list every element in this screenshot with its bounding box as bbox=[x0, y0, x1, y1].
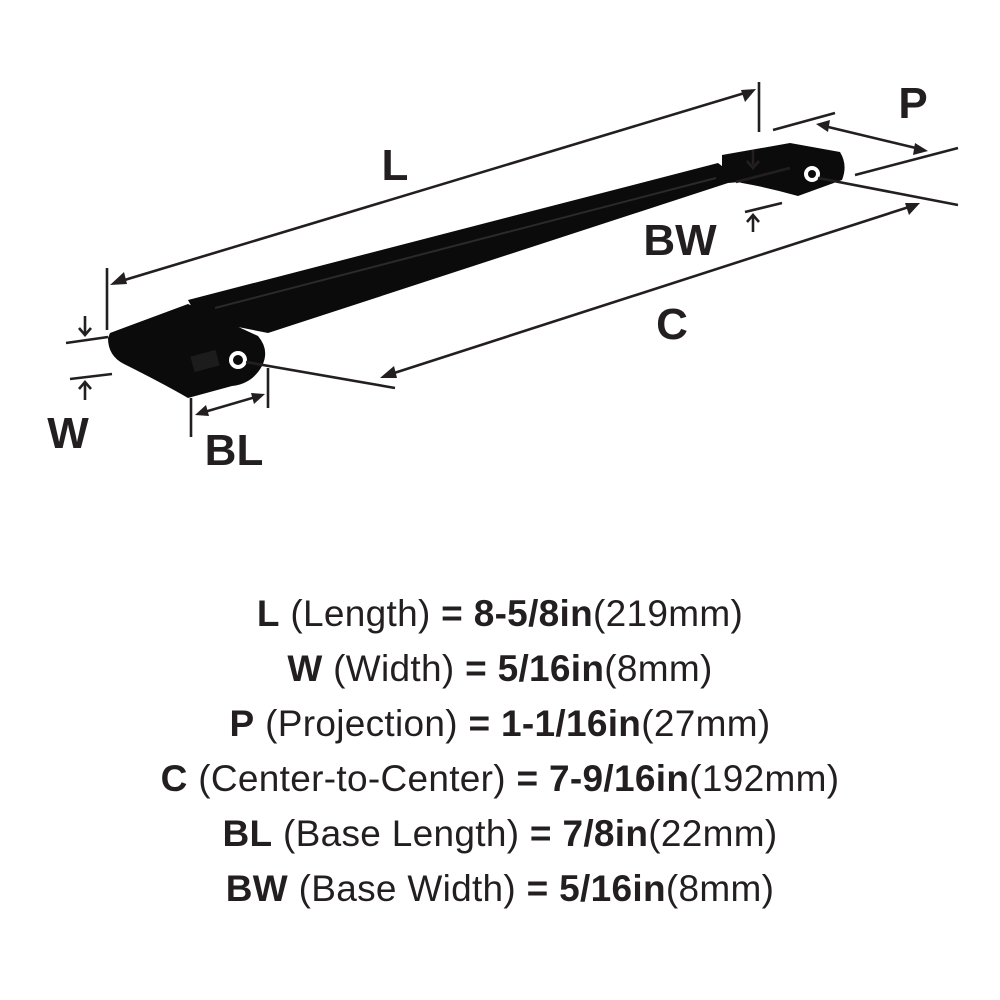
dimension-spec-list: L (Length) = 8-5/8in(219mm) W (Width) = … bbox=[0, 586, 1000, 916]
center-dimension-line bbox=[387, 204, 913, 377]
length-dimension-line bbox=[117, 90, 749, 284]
handle-bar bbox=[188, 163, 798, 333]
projection-dimension: P bbox=[772, 79, 959, 177]
spec-name: (Base Width) bbox=[298, 868, 517, 909]
spec-name: (Base Length) bbox=[283, 813, 520, 854]
base-width-dimension: BW bbox=[643, 150, 791, 265]
base-length-dimension-line bbox=[200, 394, 260, 415]
spec-metric-value: (219mm) bbox=[593, 593, 744, 634]
spec-code: BW bbox=[225, 868, 289, 909]
width-extension-bottom bbox=[69, 372, 113, 381]
spec-row-length: L (Length) = 8-5/8in(219mm) bbox=[0, 586, 1000, 641]
width-extension-top bbox=[65, 335, 109, 345]
base-width-label: BW bbox=[643, 216, 717, 265]
spec-row-width: W (Width) = 5/16in(8mm) bbox=[0, 641, 1000, 696]
spec-row-base-width: BW (Base Width) = 5/16in(8mm) bbox=[0, 861, 1000, 916]
spec-metric-value: (8mm) bbox=[604, 648, 713, 689]
center-arrow-left bbox=[380, 366, 397, 378]
projection-extension-bottom bbox=[854, 146, 959, 177]
base-length-arrow-right bbox=[251, 393, 265, 404]
left-base-hole-inner bbox=[233, 355, 243, 365]
center-extension-right bbox=[817, 176, 959, 207]
center-arrow-right bbox=[905, 203, 920, 215]
spec-code: C bbox=[160, 758, 188, 799]
width-dimension: W bbox=[47, 316, 113, 458]
projection-arrow-left bbox=[816, 120, 830, 132]
spec-row-center-to-center: C (Center-to-Center) = 7-9/16in(192mm) bbox=[0, 751, 1000, 806]
spec-equals: = bbox=[465, 648, 487, 689]
projection-extension-top bbox=[772, 111, 836, 132]
projection-arrow-right bbox=[913, 143, 928, 155]
base-width-extension-top bbox=[735, 166, 791, 184]
projection-dimension-line bbox=[823, 124, 921, 151]
width-label: W bbox=[47, 409, 89, 458]
spec-name: (Center-to-Center) bbox=[198, 758, 506, 799]
center-to-center-dimension: C bbox=[245, 176, 959, 390]
spec-name: (Length) bbox=[290, 593, 431, 634]
spec-imperial-value: 7-9/16in bbox=[549, 758, 690, 799]
spec-metric-value: (8mm) bbox=[665, 868, 775, 909]
spec-imperial-value: 5/16in bbox=[497, 648, 605, 689]
left-base bbox=[108, 304, 266, 398]
base-width-arrow-bottom-head bbox=[746, 213, 760, 223]
spec-imperial-value: 7/8in bbox=[562, 813, 649, 854]
pull-handle bbox=[108, 143, 845, 398]
spec-imperial-value: 1-1/16in bbox=[501, 703, 642, 744]
length-label: L bbox=[382, 141, 409, 190]
handle-bar-highlight bbox=[214, 177, 717, 309]
width-arrow-bottom-head bbox=[78, 380, 92, 390]
spec-equals: = bbox=[516, 758, 539, 799]
base-length-dimension: BL bbox=[189, 368, 270, 475]
spec-code: BL bbox=[222, 813, 273, 854]
spec-row-base-length: BL (Base Length) = 7/8in(22mm) bbox=[0, 806, 1000, 861]
center-to-center-label: C bbox=[656, 300, 688, 349]
center-extension-left bbox=[245, 360, 396, 390]
right-base-hole-inner bbox=[808, 170, 816, 178]
spec-imperial-value: 8-5/8in bbox=[473, 593, 594, 634]
projection-label: P bbox=[898, 79, 927, 128]
spec-metric-value: (192mm) bbox=[689, 758, 840, 799]
base-length-arrow-left bbox=[195, 405, 209, 416]
spec-imperial-value: 5/16in bbox=[559, 868, 666, 909]
spec-code: L bbox=[256, 593, 280, 634]
spec-equals: = bbox=[529, 813, 552, 854]
spec-name: (Width) bbox=[333, 648, 455, 689]
width-arrow-top-head bbox=[78, 327, 92, 337]
spec-equals: = bbox=[526, 868, 549, 909]
spec-equals: = bbox=[441, 593, 464, 634]
spec-code: P bbox=[229, 703, 255, 744]
spec-code: W bbox=[287, 648, 323, 689]
spec-row-projection: P (Projection) = 1-1/16in(27mm) bbox=[0, 696, 1000, 751]
length-dimension: L bbox=[105, 82, 761, 330]
spec-name: (Projection) bbox=[265, 703, 458, 744]
spec-equals: = bbox=[468, 703, 491, 744]
length-arrow-right bbox=[741, 89, 756, 102]
spec-metric-value: (27mm) bbox=[641, 703, 771, 744]
base-width-extension-bottom bbox=[744, 201, 783, 214]
left-base-slot bbox=[190, 349, 220, 373]
base-width-arrow-top-head bbox=[746, 160, 760, 170]
base-length-label: BL bbox=[205, 426, 264, 475]
length-arrow-left bbox=[110, 272, 127, 285]
spec-metric-value: (22mm) bbox=[648, 813, 778, 854]
